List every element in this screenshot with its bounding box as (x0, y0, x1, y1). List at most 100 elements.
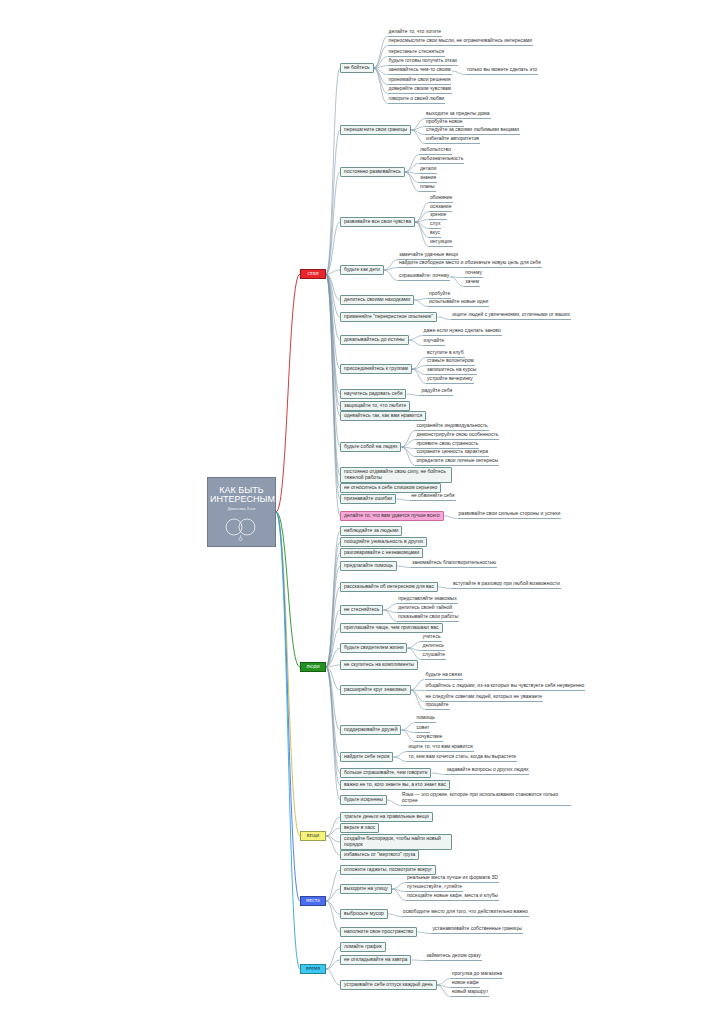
node-text: применяйте "перекрестное опыление" (344, 314, 433, 320)
node-text: КАК БЫТЬ ИНТЕРЕСНЫМ (207, 477, 276, 505)
connector (383, 610, 397, 622)
node-text: почему (465, 270, 482, 276)
node-text: новое кафе (452, 980, 479, 986)
topic-box: поддерживайте друзей (340, 725, 401, 735)
node-text: изучайте (424, 338, 445, 344)
node-text: ЛЮДИ (302, 665, 324, 670)
subtopic-text: выходите за пределы дома (425, 111, 490, 119)
subtopic-text: представляйте знакомых (397, 596, 457, 604)
connector (326, 628, 340, 667)
node-text: разговаривайте с незнакомцами (344, 550, 419, 556)
node-text: пробуйте новое (426, 119, 462, 125)
connector (374, 57, 388, 68)
connector (326, 817, 340, 836)
topic-box: выходите на улицу (340, 884, 392, 894)
topic-box: наполните свое пространство (340, 927, 417, 937)
node-text: будьте готовы получить отказ (389, 58, 457, 64)
node-text: общайтесь с людьми, из-за которых вы чув… (426, 683, 585, 689)
subtopic-text: Язык — это оружие, которое при использов… (401, 792, 571, 806)
connector (401, 431, 415, 447)
connector (326, 836, 340, 855)
node-text: присоединяйтесь к группам (344, 366, 408, 372)
node-text: говорите о своей любви (389, 96, 445, 102)
connector (384, 260, 398, 270)
subtopic-text: любознательность (419, 156, 464, 164)
connector (401, 730, 415, 742)
topic-box: делайте то, что вам удается лучше всего (340, 511, 444, 521)
node-text: избавьтесь от "мертвого" груза (344, 852, 415, 858)
topic-box: будьте как дети (340, 265, 384, 275)
node-text: помощь (416, 715, 434, 721)
topic-box: не скупитесь на комплименты (340, 660, 418, 670)
topic-box: расширяйте круг знакомых (340, 685, 411, 695)
connector (444, 516, 458, 519)
node-text: Язык — это оружие, которое при использов… (402, 792, 570, 804)
connector (405, 164, 419, 172)
node-text: переосмыслите свои мысли, не ограничивай… (389, 38, 532, 44)
subtopic-text: новый маршрут (451, 989, 490, 997)
node-text: доверяйте своим чувствам (389, 86, 452, 92)
connector (412, 358, 426, 369)
connector (326, 648, 340, 667)
connector (415, 220, 429, 222)
node-text: любопытство (420, 147, 451, 153)
connector (407, 648, 421, 660)
node-text: демонстрируйте свою особенность (416, 432, 498, 438)
node-text: делайте то, что вам удается лучше всего (344, 513, 440, 519)
subtopic-text: занимайтесь чем-то своим (388, 67, 452, 75)
subtopic-text: освободите место для того, что действите… (402, 909, 529, 917)
node-text: будьте искренны (344, 797, 383, 803)
connector (326, 270, 340, 274)
node-text: тратьте деньги на правильные вещи (344, 814, 429, 820)
node-text: научитесь радовать себя (344, 391, 402, 397)
node-text: устраивайте себе отпуск каждый день (344, 982, 433, 988)
connector (414, 299, 428, 300)
connector (431, 773, 445, 775)
connector (384, 270, 398, 281)
connector (326, 68, 340, 274)
connector (412, 366, 426, 369)
connector (411, 119, 425, 130)
subtopic-text: слух (429, 221, 441, 229)
node-text: постоянно отдавайте свою силу, не бойтес… (344, 469, 448, 481)
connector (326, 960, 340, 969)
node-text: пробуйте (429, 291, 450, 297)
node-text: спрашивайте: почему (399, 273, 449, 279)
subtopic-text: устанавливайте собственные границы (431, 926, 522, 934)
connector (276, 274, 300, 512)
connector (326, 667, 340, 757)
topic-box: защищайте то, что любите (340, 401, 410, 411)
topic-box: докапывайтесь до истины (340, 335, 409, 345)
node-text: вступайте в разговор при любой возможнос… (453, 581, 560, 587)
node-text: ломайте график (344, 944, 382, 950)
connector (412, 369, 426, 384)
connector (411, 130, 425, 144)
node-text: слушайте (422, 652, 445, 658)
connector (409, 340, 423, 346)
node-text: найдите себе героя (344, 754, 389, 760)
connector (437, 979, 451, 985)
topic-box: разговаривайте с незнакомцами (340, 548, 423, 558)
node-text: вкус (430, 230, 440, 236)
node-text: ВЕЩИ (302, 834, 324, 839)
subtopic-text: не обвиняйте себя (410, 493, 455, 501)
subtopic-text: интуиция (429, 239, 453, 247)
node-text: прогулка до магазина (452, 971, 502, 977)
node-text: наполните свое пространство (344, 929, 413, 935)
node-text: учитесь (422, 634, 440, 640)
book-cover: КАК БЫТЬ ИНТЕРЕСНЫМДжессика Хэги (207, 477, 276, 547)
topic-box: одевайтесь так, как вам нравится (340, 411, 426, 421)
connector (326, 130, 340, 274)
node-text: не бойтесь (344, 65, 370, 71)
node-text: ищите то, что вам нравится (408, 744, 472, 750)
node-text: испытывайте новые идеи (429, 299, 488, 305)
node-text: освободите место для того, что действите… (403, 909, 528, 915)
node-subtext: Джессика Хэги (207, 505, 276, 512)
category-node: ВЕЩИ (300, 831, 326, 842)
node-text: принимайте свои решения (389, 77, 451, 83)
topic-box: тратьте деньги на правильные вещи (340, 812, 433, 822)
node-text: перешагните свои границы (344, 127, 407, 133)
subtopic-text: учитесь (421, 634, 441, 642)
connector (326, 901, 340, 914)
node-text: задавайте вопросы о других людях (446, 767, 528, 773)
